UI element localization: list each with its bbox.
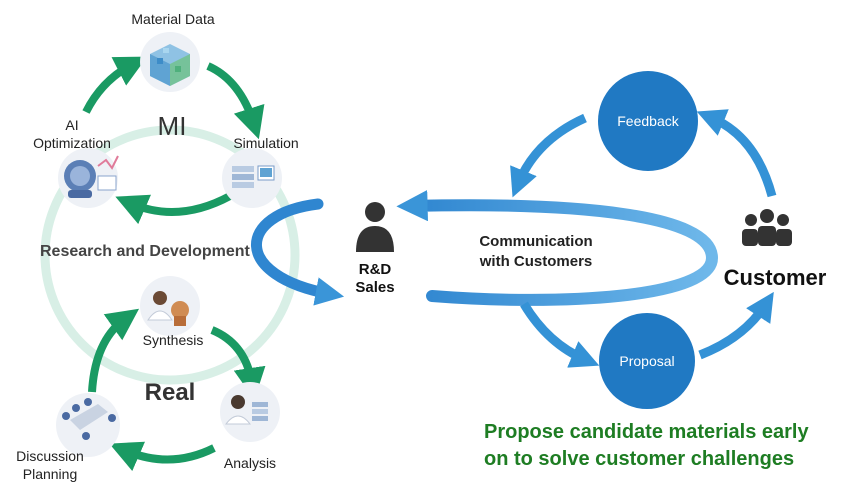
- tagline-line-1: Propose candidate materials early: [484, 421, 809, 443]
- customer-group-icon: [742, 209, 792, 246]
- meeting-table-icon: [56, 393, 120, 457]
- arrow-discussion-to-synthesis: [88, 308, 140, 393]
- optimization-label: Optimization: [33, 135, 111, 151]
- customer-label: Customer: [723, 265, 827, 290]
- arrow-rd-to-proposal: [520, 301, 600, 368]
- planning-label: Planning: [22, 466, 78, 482]
- scientist-synthesis-icon: [140, 276, 200, 336]
- arrow-synthesis-to-analysis: [210, 326, 266, 400]
- ai-label: AI: [65, 117, 79, 133]
- feedback-circle: [598, 71, 698, 171]
- material-cube-icon: [140, 32, 200, 92]
- communication-label: Communication: [479, 233, 593, 250]
- arrow-ai-to-material: [82, 56, 148, 114]
- analysis-label: Analysis: [223, 455, 277, 471]
- mi-label: MI: [157, 111, 187, 141]
- communication-loop: [396, 190, 719, 306]
- simulation-label: Simulation: [233, 135, 299, 151]
- simulation-server-icon: [222, 148, 282, 208]
- tagline-line-2: on to solve customer challenges: [484, 448, 795, 470]
- proposal-circle: [599, 313, 695, 409]
- with-customers-label: with Customers: [479, 253, 593, 270]
- ai-robot-icon: [58, 148, 119, 208]
- research-development-label: Research and Development: [40, 243, 250, 260]
- rd-label: R&D: [358, 261, 392, 278]
- arrow-feedback-to-rd: [510, 113, 587, 198]
- arrow-analysis-to-discussion: [109, 441, 216, 472]
- discussion-label: Discussion: [16, 448, 84, 464]
- arrow-material-to-simulation: [206, 62, 265, 140]
- communication-swoosh: [251, 198, 345, 306]
- analysis-scientist-icon: [220, 382, 280, 442]
- proposal-label: Proposal: [619, 353, 675, 369]
- arrow-simulation-to-ai: [115, 192, 232, 225]
- cycle-ring: [40, 125, 300, 385]
- material-data-label: Material Data: [131, 11, 215, 27]
- arrow-proposal-to-customer: [698, 291, 774, 360]
- real-label: Real: [144, 379, 196, 406]
- feedback-label: Feedback: [617, 113, 679, 129]
- person-icon: [356, 202, 394, 252]
- arrow-customer-to-feedback: [696, 109, 777, 198]
- synthesis-label: Synthesis: [142, 332, 204, 348]
- sales-label: Sales: [355, 279, 395, 296]
